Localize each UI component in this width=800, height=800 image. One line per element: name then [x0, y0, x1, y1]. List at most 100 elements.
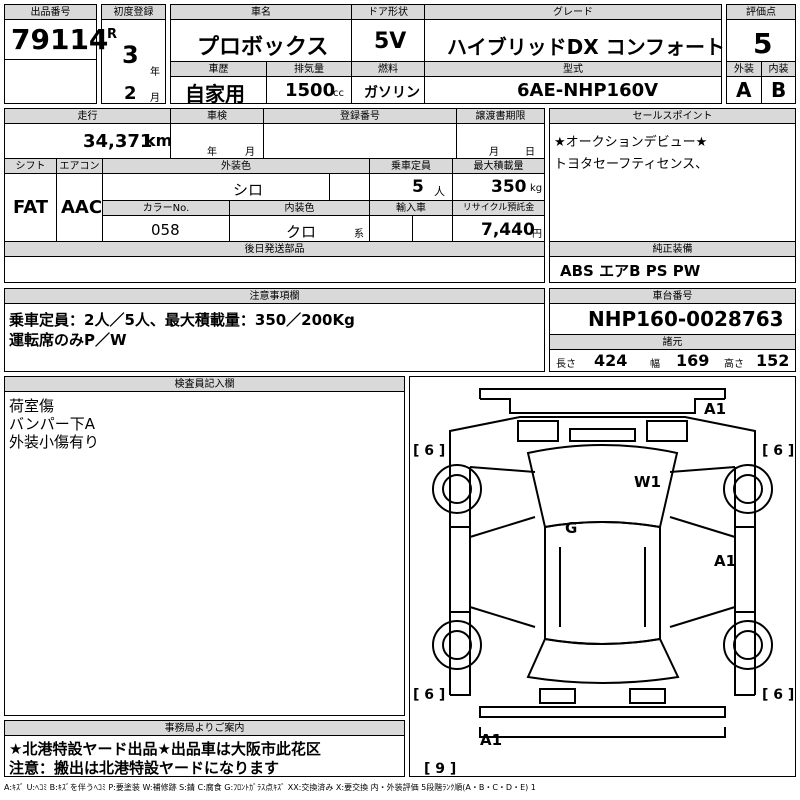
capacity-cell: 乗車定員 5 人 — [369, 158, 453, 201]
damage-mark-rear: A1 — [480, 731, 502, 749]
sales-points-cell: セールスポイント ★オークションデビュー★ トヨタセーフティセンス、 — [549, 108, 796, 242]
color-no-value: 058 — [151, 221, 180, 239]
notes-line: 運転席のみP／W — [9, 331, 127, 349]
lot-no-blank — [4, 59, 97, 104]
damage-mark-right: A1 — [714, 552, 736, 570]
interior-grade-value: B — [771, 78, 787, 102]
interior-grade-cell: 内装 B — [761, 61, 796, 104]
color-no-cell: カラーNo. 058 — [102, 200, 230, 242]
color-no-label: カラーNo. — [103, 201, 229, 216]
capacity-label: 乗車定員 — [370, 159, 452, 174]
damage-mark-windshield: W1 — [634, 473, 661, 491]
import-label: 輸入車 — [370, 201, 452, 216]
notes-label: 注意事項欄 — [5, 289, 544, 304]
sales-point-line: トヨタセーフティセンス、 — [554, 157, 709, 172]
kei-unit: 系 — [354, 229, 364, 240]
tire-depth-front-left: [ 6 ] — [413, 443, 445, 459]
interior-label: 内装 — [762, 62, 795, 77]
displacement-cell: 排気量 1500 cc — [266, 61, 352, 104]
width-label: 幅 — [650, 359, 660, 370]
mileage-value: 34,371 — [83, 131, 153, 152]
lot-no-cell: 出品番号 79114 — [4, 4, 108, 60]
later-parts-cell: 後日発送部品 — [4, 241, 545, 283]
mileage-label: 走行 — [5, 109, 170, 124]
equipment-label: 純正装備 — [550, 242, 795, 257]
exterior-grade-value: A — [736, 78, 752, 102]
transfer-cell: 譲渡書期限 月 日 — [456, 108, 545, 159]
aircon-value: AAC — [61, 197, 103, 218]
shift-cell: シフト FAT — [4, 158, 57, 242]
int-color-label: 内装色 — [230, 201, 369, 216]
score-cell: 評価点 5 — [726, 4, 796, 62]
score-value: 5 — [753, 27, 773, 60]
length-value: 424 — [594, 351, 628, 370]
first-reg-cell: 初度登録 R 3 年 2 月 — [101, 4, 166, 104]
height-value: 152 — [756, 351, 790, 370]
km-unit: km — [145, 131, 173, 150]
sales-points-label: セールスポイント — [550, 109, 795, 124]
grade-cell: グレード ハイブリッドDX コンフォート — [424, 4, 725, 62]
transfer-month-unit: 月 — [489, 147, 499, 158]
inspection-cell: 車検 年 月 — [170, 108, 264, 159]
month-unit: 月 — [150, 93, 160, 104]
height-label: 高さ — [724, 359, 744, 370]
lot-no-value: 79114 — [11, 23, 109, 56]
car-name-value: プロボックス — [197, 35, 329, 60]
history-value: 自家用 — [185, 82, 245, 106]
later-parts-label: 後日発送部品 — [5, 242, 544, 257]
transfer-label: 譲渡書期限 — [457, 109, 544, 124]
office-label: 事務局よりご案内 — [5, 721, 404, 736]
lot-no-label: 出品番号 — [5, 5, 96, 20]
import-cell: 輸入車 — [369, 200, 453, 242]
chassis-cell: 車台番号 NHP160-0028763 — [549, 288, 796, 335]
shift-value: FAT — [13, 197, 49, 218]
aircon-cell: エアコン AAC — [56, 158, 103, 242]
shift-label: シフト — [5, 159, 56, 174]
reg-no-cell: 登録番号 — [263, 108, 457, 159]
dims-label: 諸元 — [550, 335, 795, 350]
damage-mark-glass: G — [565, 519, 577, 537]
fuel-value: ガソリン — [364, 85, 420, 101]
max-load-value: 350 — [491, 177, 527, 197]
tire-depth-spare: [ 9 ] — [424, 761, 456, 776]
person-unit: 人 — [434, 185, 445, 198]
year-unit: 年 — [150, 67, 160, 78]
recycle-cell: リサイクル預託金 7,440 円 — [452, 200, 545, 242]
mileage-cell: 走行 34,371 km — [4, 108, 173, 159]
office-line: 注意：搬出は北港特設ヤードになります — [9, 759, 280, 777]
inspection-month-unit: 月 — [245, 147, 255, 158]
cc-unit: cc — [333, 88, 344, 99]
notes-cell: 注意事項欄 乗車定員：2人／5人、最大積載量：350／200Kg 運転席のみP／… — [4, 288, 545, 372]
recycle-label: リサイクル預託金 — [453, 201, 544, 216]
inspector-cell: 検査員記入欄 荷室傷 バンパー下A 外装小傷有り — [4, 376, 405, 716]
legend-text: A:ｷｽﾞ U:ﾍｺﾐ B:ｷｽﾞを伴うﾍｺﾐ P:要塗装 W:補修跡 S:錆 … — [4, 783, 536, 792]
reg-no-label: 登録番号 — [264, 109, 456, 124]
model-cell: 型式 6AE-NHP160V — [424, 61, 722, 104]
damage-mark-front: A1 — [704, 400, 726, 418]
model-label: 型式 — [425, 62, 721, 77]
doors-value: 5V — [374, 29, 407, 54]
reg-month-value: 2 — [124, 83, 137, 104]
grade-label: グレード — [425, 5, 721, 20]
max-load-cell: 最大積載量 350 kg — [452, 158, 545, 201]
ext-color-cell: 外装色 シロ — [102, 158, 370, 201]
exterior-grade-cell: 外装 A — [726, 61, 762, 104]
car-diagram-panel: [ 6 ] [ 6 ] [ 6 ] [ 6 ] [ 9 ] A1 W1 G A1… — [409, 376, 796, 777]
grade-value: ハイブリッドDX コンフォート — [447, 35, 725, 59]
import-divider — [412, 216, 413, 242]
dims-cell: 諸元 長さ 424 幅 169 高さ 152 — [549, 334, 796, 372]
reg-era: R — [107, 27, 118, 42]
equipment-value: ABS エアB PS PW — [560, 262, 701, 280]
length-label: 長さ — [556, 359, 576, 370]
inspector-line: 荷室傷 — [9, 397, 55, 415]
ext-color-label: 外装色 — [103, 159, 369, 174]
transfer-day-unit: 日 — [525, 147, 535, 158]
int-color-value: クロ — [286, 223, 317, 241]
recycle-value: 7,440 — [481, 220, 535, 240]
score-label: 評価点 — [727, 5, 795, 20]
office-cell: 事務局よりご案内 ★北港特設ヤード出品★出品車は大阪市此花区 注意：搬出は北港特… — [4, 720, 405, 777]
history-cell: 車歴 自家用 — [170, 61, 267, 106]
fuel-cell: 燃料 ガソリン — [351, 61, 425, 104]
max-load-label: 最大積載量 — [453, 159, 544, 174]
yen-unit: 円 — [532, 229, 542, 240]
